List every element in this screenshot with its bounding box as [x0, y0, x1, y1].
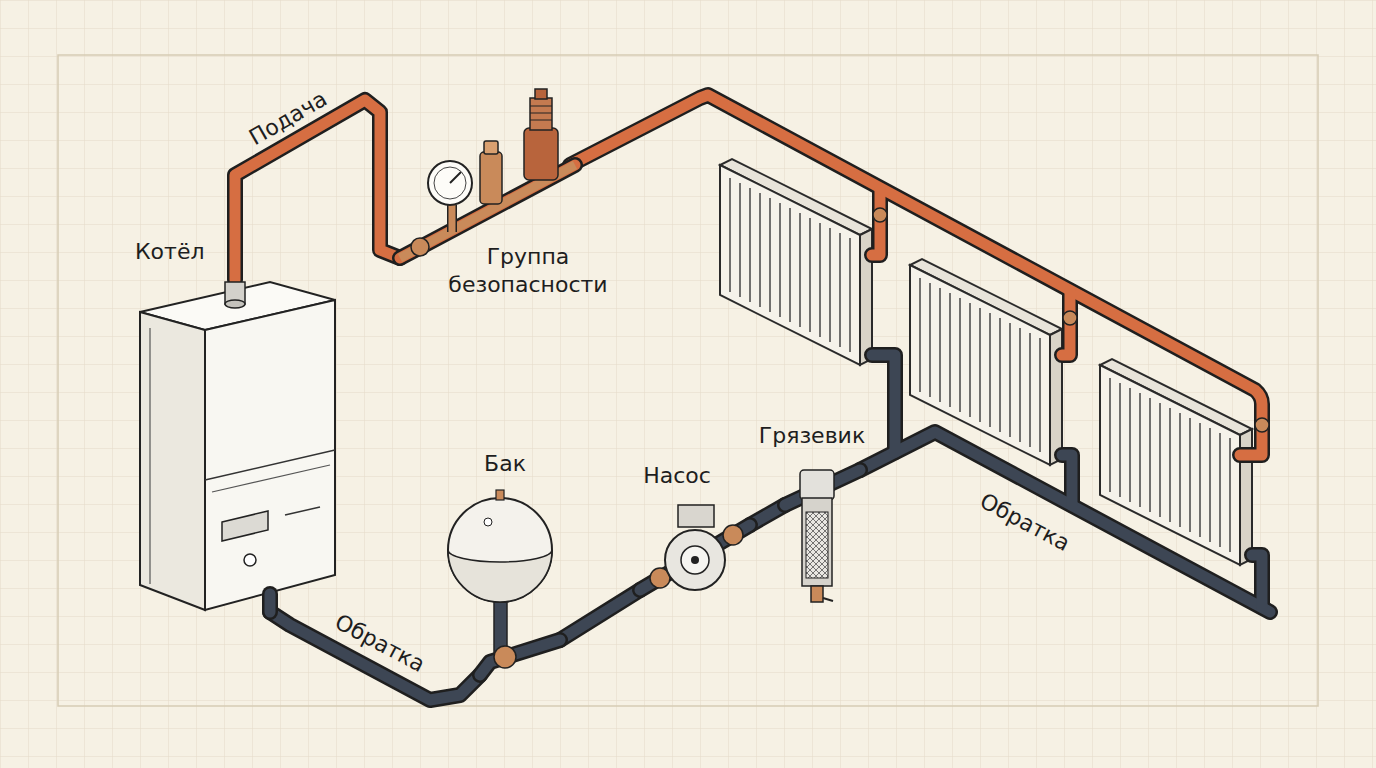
- decor-shape: [1063, 311, 1077, 325]
- decor-shape: [860, 432, 1270, 612]
- part-illustration: [400, 100, 580, 300]
- tank-gauge: [484, 518, 492, 526]
- boiler-edge: [212, 465, 330, 492]
- pipe-fitting: [225, 300, 245, 308]
- part-illustration: [140, 282, 335, 612]
- boiler-display: [222, 511, 268, 541]
- pipe: [265, 594, 276, 612]
- part-label: Грязевик: [752, 422, 872, 450]
- pipe-connector: [235, 100, 400, 280]
- pipe: [235, 100, 400, 280]
- decor-shape: [860, 432, 1270, 612]
- relief-valve: [530, 106, 552, 120]
- boiler-edge: [285, 507, 320, 515]
- pipe-connector: [560, 590, 640, 640]
- part-label: Группа безопасности: [443, 243, 613, 299]
- pipe-outline: [480, 640, 560, 675]
- decor-shape: [872, 355, 895, 452]
- pipe: [480, 640, 560, 675]
- drain-valve: [823, 598, 833, 601]
- pipe: [270, 612, 480, 700]
- pipe-tee: [494, 646, 516, 668]
- expansion-tank: Бак: [450, 490, 560, 675]
- expansion-tank: [448, 498, 552, 602]
- air-vent: [484, 141, 498, 154]
- circulation-pump: Насос: [640, 500, 750, 615]
- pipe-label: Обратка: [976, 488, 1074, 556]
- pipe-outline: [640, 525, 750, 590]
- boiler-edge: [205, 450, 335, 480]
- part-illustration: [400, 89, 575, 258]
- boiler: Котёл: [130, 280, 340, 612]
- decor-shape: [1255, 418, 1269, 432]
- decor-shape: [1252, 555, 1262, 607]
- part-illustration: [448, 490, 560, 675]
- pump-box: [678, 505, 714, 527]
- pump-body: [665, 530, 725, 590]
- pipe-outline: [262, 594, 278, 612]
- part-illustration: [640, 500, 750, 615]
- decor-shape: [570, 95, 1262, 455]
- pipe-union: [723, 525, 743, 545]
- decor-shape: [873, 208, 887, 222]
- boiler-body: [140, 312, 205, 610]
- part-illustration: [130, 280, 340, 612]
- gauge-stem: [447, 205, 457, 232]
- pipe: [640, 525, 750, 590]
- part-label: Насос: [637, 462, 717, 490]
- pipe-outline: [235, 100, 400, 280]
- pipe-connector: [270, 612, 480, 700]
- pressure-gauge: [428, 161, 472, 205]
- pump-body: [691, 556, 699, 564]
- expansion-tank: [448, 550, 552, 602]
- filter-mesh: [806, 512, 828, 578]
- pipe-outline: [560, 590, 640, 640]
- relief-valve: [524, 128, 558, 180]
- decor-shape: [872, 355, 895, 452]
- air-vent: [480, 152, 502, 204]
- boiler-body: [205, 300, 335, 610]
- return-pipe: [860, 355, 1270, 612]
- drain-valve: [811, 586, 823, 602]
- boiler-knob: [244, 554, 256, 566]
- part-illustration: [785, 470, 860, 602]
- relief-valve: [535, 89, 547, 99]
- relief-valve: [530, 98, 552, 130]
- safety-group: Группа безопасности: [400, 100, 580, 300]
- mud-filter: Грязевик: [785, 460, 860, 610]
- decor-shape: [570, 95, 1262, 455]
- radiator: [720, 159, 872, 365]
- part-illustration: [450, 490, 560, 675]
- pump-body: [681, 546, 709, 574]
- pipe-nut: [411, 238, 429, 256]
- boiler-edge: [149, 328, 150, 584]
- gauge-needle: [450, 172, 461, 183]
- gauge-stem: [449, 205, 456, 232]
- part-illustration: [785, 460, 860, 610]
- sheet-frame: [58, 55, 1318, 706]
- pressure-gauge: [434, 167, 466, 199]
- pipe-outline: [270, 612, 480, 700]
- part-label: Бак: [445, 450, 565, 478]
- decor-shape: [1062, 455, 1072, 505]
- part-label: Котёл: [135, 238, 265, 266]
- filter-body: [800, 470, 834, 500]
- tank-valve: [496, 490, 504, 500]
- filter-bowl: [802, 498, 832, 586]
- pipe: [560, 590, 640, 640]
- tank-stem: [494, 598, 507, 653]
- supply-pipe: [570, 95, 1269, 455]
- part-illustration: [640, 505, 750, 590]
